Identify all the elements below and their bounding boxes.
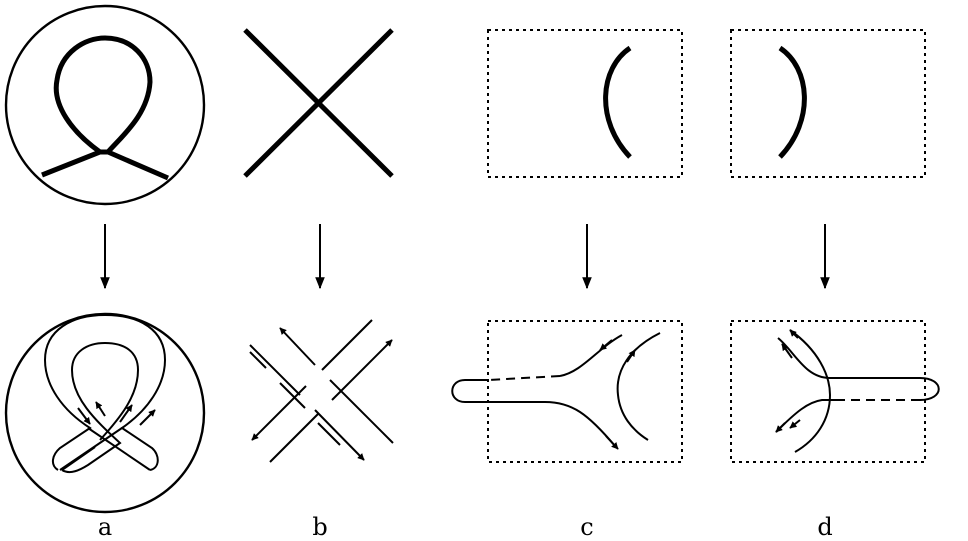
thin-strand [321, 319, 373, 371]
thin-strand [249, 344, 301, 396]
thin-strand [314, 409, 365, 461]
arrowhead [626, 349, 636, 363]
arrowhead [139, 409, 156, 426]
arrowhead [119, 404, 133, 423]
panel-c: c [451, 29, 683, 541]
panel-b: b [243, 28, 394, 541]
thin-arc [789, 329, 832, 453]
arrowhead [599, 339, 613, 351]
dotted-box [730, 29, 926, 178]
panel-b-before [243, 28, 394, 178]
disk-outline [4, 4, 206, 206]
panel-c-after [451, 320, 683, 463]
panel-b-after [249, 319, 394, 463]
panel-label-c: c [580, 513, 593, 541]
thin-strand [279, 382, 306, 409]
outer-strand [43, 313, 167, 471]
dotted-box [487, 29, 683, 178]
thick-strand [243, 28, 394, 178]
panel-label-d: d [817, 513, 832, 541]
thin-arc [616, 332, 661, 441]
thick-arc [778, 45, 807, 159]
thin-strand [269, 413, 319, 463]
arrowhead [775, 422, 786, 433]
arrowhead [789, 329, 799, 339]
crossing-strand [59, 427, 151, 471]
thick-arc [603, 45, 632, 159]
thick-loop-curve [41, 35, 169, 181]
panel-a-before [4, 4, 206, 206]
thin-strand [331, 339, 393, 401]
dashed-strand [487, 375, 561, 381]
panel-label-b: b [312, 513, 327, 541]
thin-strand [249, 351, 267, 369]
panel-label-a: a [98, 513, 112, 541]
panel-a-after [4, 312, 206, 514]
arrowhead [781, 343, 793, 359]
thin-strand [251, 385, 307, 441]
arrowhead [77, 407, 91, 425]
arrowhead [789, 419, 801, 429]
dotted-box [487, 320, 683, 463]
arrowhead [95, 401, 106, 417]
thin-upper-branch [559, 334, 623, 377]
thin-lower-branch [451, 379, 616, 447]
thin-upper-branch [777, 337, 940, 401]
panel-d-before [730, 29, 926, 178]
arrowhead [605, 435, 619, 450]
panel-d-after [730, 320, 940, 463]
panel-d: d [730, 29, 940, 541]
panel-a: a [4, 4, 206, 541]
thin-strand [317, 422, 341, 446]
dotted-box [730, 320, 926, 463]
thin-strand [279, 327, 316, 366]
thin-lower-branch [775, 399, 845, 433]
panel-c-before [487, 29, 683, 178]
